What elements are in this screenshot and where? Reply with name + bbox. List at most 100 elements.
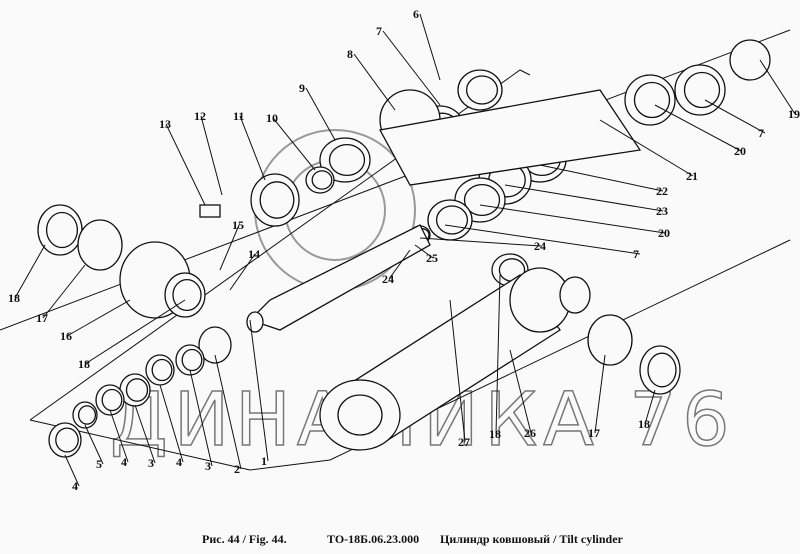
leader-line xyxy=(14,244,46,299)
barrel-eye-hole xyxy=(559,276,591,314)
ring-inner-edge xyxy=(151,358,173,382)
leader-line xyxy=(200,115,223,196)
caption-fig-number: Рис. 44 / Fig. 44. xyxy=(202,532,287,546)
callout-label: 22 xyxy=(656,184,668,198)
ring-inner-edge xyxy=(259,181,295,219)
callout-label: 24 xyxy=(534,239,546,253)
leader-line xyxy=(214,354,242,470)
callout-label: 7 xyxy=(633,247,639,261)
caption-part-code: ТО-18Б.06.23.000 xyxy=(327,532,419,546)
leader-line xyxy=(509,349,532,434)
leader-line xyxy=(644,389,656,425)
callout-label: 17 xyxy=(36,311,48,325)
callout-label: 25 xyxy=(426,251,438,265)
callout-label: 18 xyxy=(8,291,20,305)
callout-label: 4 xyxy=(72,479,78,493)
callout-label: 21 xyxy=(686,169,698,183)
callout-label: 18 xyxy=(638,417,650,431)
seal-ring-part xyxy=(729,39,771,81)
leader-line xyxy=(305,87,336,141)
callout-label: 23 xyxy=(656,204,668,218)
callout-label: 14 xyxy=(248,247,260,261)
callout-label: 6 xyxy=(413,7,419,21)
leader-line xyxy=(479,204,666,234)
leader-line xyxy=(704,99,766,134)
callout-label: 20 xyxy=(658,226,670,240)
seal-ring-part xyxy=(77,219,123,271)
leader-line xyxy=(353,53,396,111)
figure-caption: Рис. 44 / Fig. 44. ТО-18Б.06.23.000 Цили… xyxy=(202,532,624,546)
callout-label: 5 xyxy=(96,457,102,471)
callout-label: 4 xyxy=(121,455,127,469)
seal-ring-part xyxy=(587,314,633,366)
leader-line xyxy=(414,244,434,259)
seal-ring-part xyxy=(198,326,232,364)
rod-end xyxy=(246,311,264,333)
leader-line xyxy=(759,59,796,115)
leader-line xyxy=(66,299,131,337)
leader-line xyxy=(504,184,664,212)
callout-label: 17 xyxy=(588,426,600,440)
leader-line xyxy=(239,115,266,181)
ring-inner-edge xyxy=(311,170,333,190)
callout-label: 11 xyxy=(233,109,244,123)
callout-label: 7 xyxy=(376,24,382,38)
leader-line xyxy=(382,30,441,106)
barrel-bore xyxy=(337,394,383,436)
leader-line xyxy=(109,409,129,463)
callout-label: 15 xyxy=(232,218,244,232)
leader-line xyxy=(42,264,86,319)
ring-inner-edge xyxy=(328,143,366,177)
leader-line xyxy=(388,249,411,280)
leader-line xyxy=(249,319,269,462)
leader-lines xyxy=(14,13,796,487)
callout-label: 1 xyxy=(261,454,267,468)
ring-inner-edge xyxy=(101,388,123,412)
callout-label: 10 xyxy=(266,111,278,125)
leader-line xyxy=(444,224,641,255)
leader-line xyxy=(419,13,441,81)
piston-body xyxy=(378,89,642,186)
ring-inner-edge xyxy=(55,427,79,453)
leader-line xyxy=(84,299,186,365)
ring-inner-edge xyxy=(463,183,501,217)
ring-inner-edge xyxy=(647,352,677,388)
callout-label: 9 xyxy=(299,81,305,95)
ring-inner-edge xyxy=(77,405,97,425)
parts xyxy=(37,39,771,458)
callout-label: 4 xyxy=(176,455,182,469)
leader-line xyxy=(539,164,664,192)
callout-label: 16 xyxy=(60,329,72,343)
ring-inner-edge xyxy=(633,81,671,119)
leader-line xyxy=(654,104,742,152)
callout-label: 2 xyxy=(234,462,240,476)
callout-label: 18 xyxy=(78,357,90,371)
leader-line xyxy=(229,253,256,291)
piston-rod xyxy=(248,224,431,331)
leader-line xyxy=(599,119,694,177)
ring-inner-edge xyxy=(181,348,203,372)
caption-title: Цилиндр ковшовый / Tilt cylinder xyxy=(440,532,624,546)
bolt xyxy=(199,204,221,218)
leader-line xyxy=(419,237,542,247)
ring-inner-edge xyxy=(435,205,469,235)
ring-inner-edge xyxy=(683,71,721,109)
ring-inner-edge xyxy=(45,211,79,249)
leader-line xyxy=(272,117,316,171)
leader-line xyxy=(159,384,184,463)
leader-line xyxy=(495,274,501,435)
leader-line xyxy=(165,123,206,206)
leader-line xyxy=(189,369,213,467)
callout-label: 24 xyxy=(382,272,394,286)
callout-labels: 6789101112131972021222320724252415141817… xyxy=(8,7,800,493)
callout-label: 13 xyxy=(159,117,171,131)
leader-line xyxy=(594,354,606,434)
callout-label: 27 xyxy=(458,435,470,449)
callout-label: 12 xyxy=(194,109,206,123)
leader-line xyxy=(84,424,104,465)
leader-line xyxy=(449,299,466,443)
callout-label: 26 xyxy=(524,426,536,440)
ring-inner-edge xyxy=(465,75,499,105)
ring-inner-edge xyxy=(125,378,149,402)
